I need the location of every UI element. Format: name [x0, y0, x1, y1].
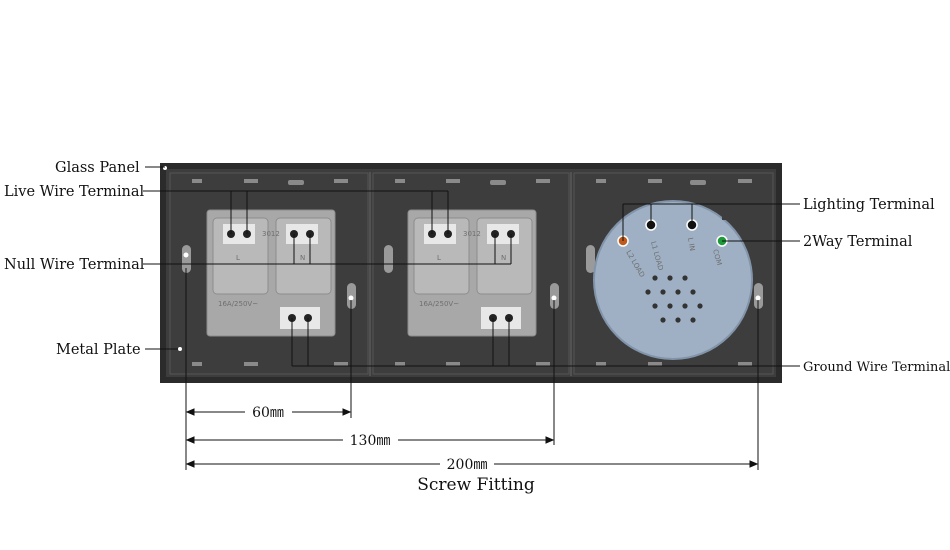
- dimension-200-label: 200㎜: [447, 457, 488, 473]
- switch-panel: L N 3012 16A/250V~ L N 3012 16A/250V~: [160, 163, 782, 383]
- socket-1-label-l: L: [236, 254, 240, 262]
- live-wire-terminal-label: Live Wire Terminal: [4, 184, 144, 200]
- screw-fitting-caption: Screw Fitting: [417, 475, 535, 495]
- socket-2-model: 3012: [463, 230, 481, 238]
- socket-2-label-l: L: [437, 254, 441, 262]
- lighting-terminal-label: Lighting Terminal: [803, 197, 935, 213]
- socket-1-model: 3012: [262, 230, 280, 238]
- leader-lines: [143, 166, 800, 367]
- socket-2-rating: 16A/250V~: [419, 300, 459, 308]
- two-way-terminal-label: 2Way Terminal: [803, 234, 913, 250]
- metal-plate-label: Metal Plate: [56, 342, 141, 358]
- ground-wire-terminal-label: Ground Wire Terminal: [803, 360, 950, 375]
- switch-lin-label: L IN: [686, 237, 696, 252]
- dimension-lines: [185, 268, 759, 470]
- socket-1-label-n: N: [300, 254, 305, 262]
- glass-panel-label: Glass Panel: [55, 160, 140, 176]
- touch-switch-module: L2 LOAD L1 LOAD L IN COM: [593, 200, 753, 360]
- dimension-60-label: 60㎜: [252, 405, 284, 421]
- socket-1-rating: 16A/250V~: [218, 300, 258, 308]
- null-wire-terminal-label: Null Wire Terminal: [4, 257, 145, 273]
- socket-module-1: L N 3012 16A/250V~: [206, 209, 336, 337]
- socket-module-2: L N 3012 16A/250V~: [407, 209, 537, 337]
- socket-2-label-n: N: [501, 254, 506, 262]
- switch-com-label: COM: [711, 248, 723, 266]
- dimension-130-label: 130㎜: [350, 433, 391, 449]
